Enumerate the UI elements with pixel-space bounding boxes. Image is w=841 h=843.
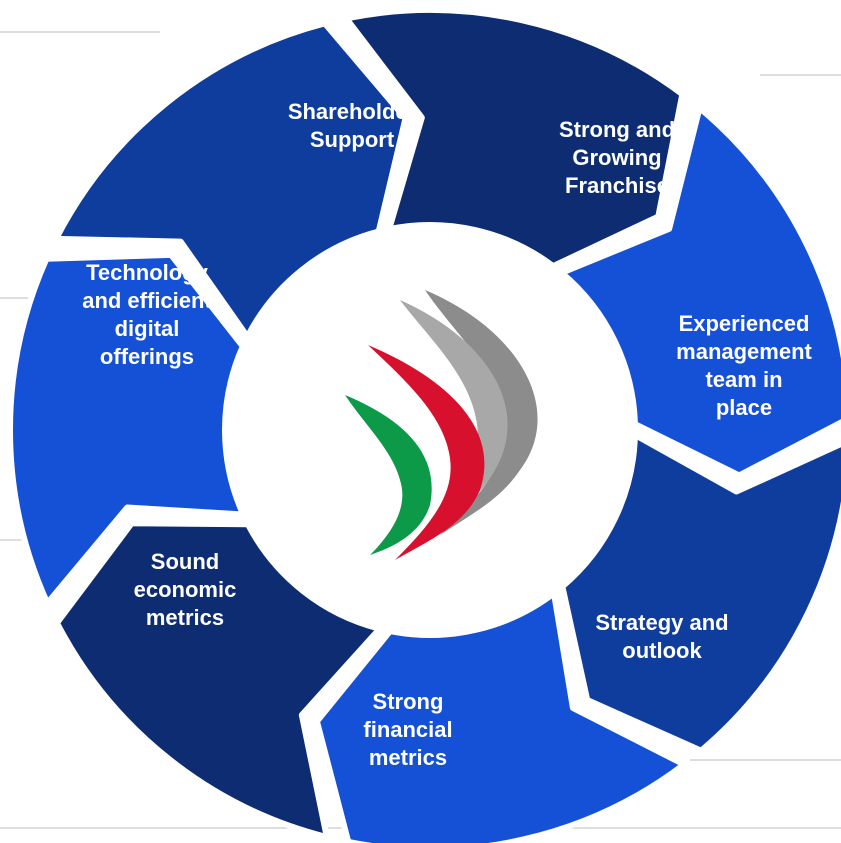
logo-green-stripe [345, 395, 432, 555]
logo-red-stripe [368, 345, 485, 560]
segment-label-experienced-management: Experienced management team in place [676, 311, 812, 420]
segment-label-strong-financial-metrics: Strong financial metrics [363, 689, 453, 770]
brand-swoosh-logo-icon [345, 290, 538, 560]
segment-label-shareholder-support: Shareholder Support [287, 99, 417, 152]
cycle-segments [7, 7, 841, 843]
segment-label-strong-growing-franchise: Strong and Growing Franchise [558, 117, 676, 198]
center-disc [225, 225, 635, 635]
segment-label-sound-economic-metrics: Sound economic metrics [133, 549, 237, 630]
segment-label-technology-digital: Technology and efficient digital offerin… [82, 260, 212, 369]
logo-gray-stripe [425, 290, 538, 535]
segment-label-strategy-outlook: Strategy and outlook [595, 610, 729, 663]
